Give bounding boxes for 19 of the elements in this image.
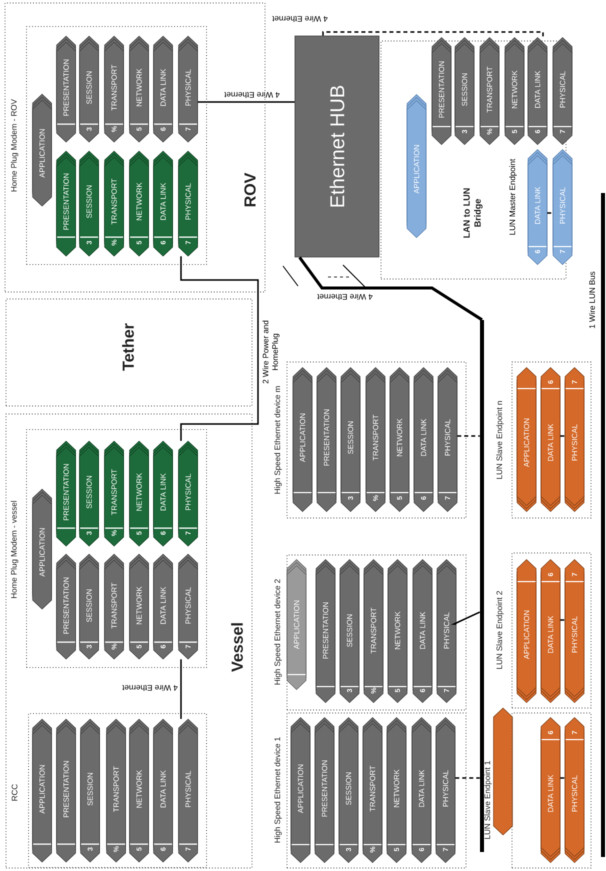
node-label: Home Plug Modem - ROV: [10, 99, 18, 192]
edge-label: 4 Wire Ethernet: [271, 15, 329, 23]
edge-label: 4 Wire Ethernet: [316, 293, 374, 301]
edge-label: 2 Wire Power and HomePlug: [262, 319, 280, 385]
edge-label: 4 Wire Ethernet: [121, 684, 179, 692]
endpoint-label: LUN Master Endpoint: [509, 158, 517, 235]
node-label: High Speed Ethernet device 1: [274, 737, 282, 842]
node-label: LUN Slave Endpoint n: [496, 401, 504, 479]
hub-box: Ethernet HUB: [294, 36, 380, 258]
node-label: LUN Slave Endpoint 2: [496, 591, 504, 669]
node-label: LUN Slave Endpoint 1: [484, 761, 492, 839]
node-label: High Speed Ethernet device m: [274, 386, 282, 494]
edge-label: 4 Wire Ethernet: [223, 91, 281, 99]
node-label: Home Plug Modem - vessel: [10, 500, 18, 598]
bus-label: 1 Wire LUN Bus: [589, 272, 595, 328]
region-frame: Tether: [6, 298, 252, 406]
node-label: RCC: [12, 784, 18, 801]
layer-block: [493, 708, 513, 836]
node-label: High Speed Ethernet device 2: [274, 579, 282, 684]
